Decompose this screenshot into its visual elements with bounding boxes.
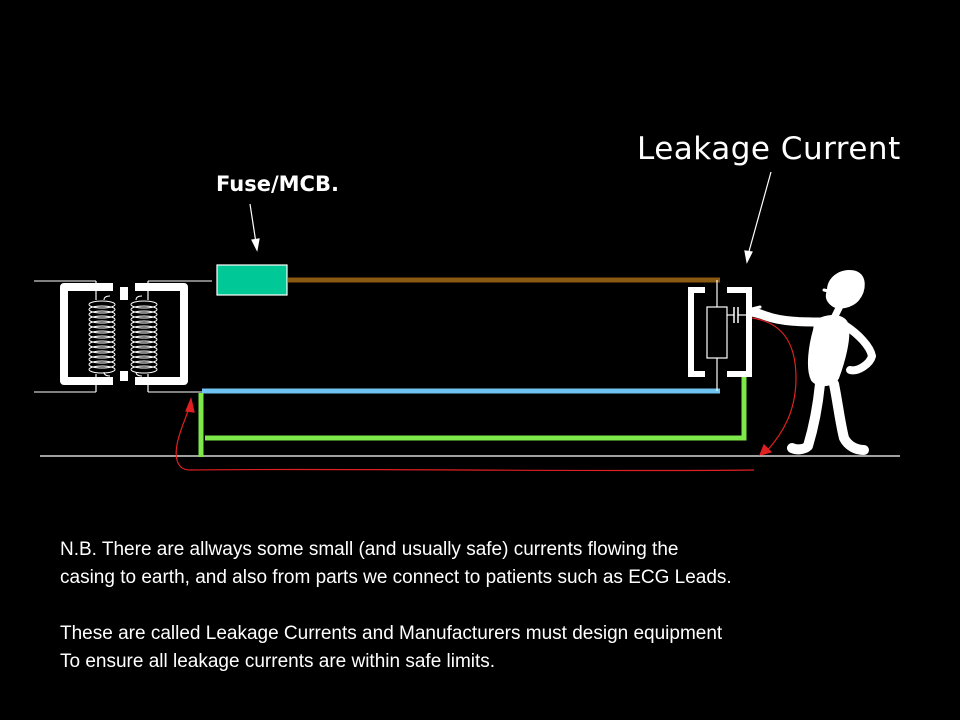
- coil-winding: [130, 310, 158, 319]
- person-figure: [747, 270, 876, 455]
- coil-winding: [88, 330, 116, 339]
- coil-winding: [88, 300, 116, 309]
- coil-winding: [88, 355, 116, 364]
- person-leg-right: [829, 379, 869, 455]
- coil-winding: [88, 345, 116, 354]
- coil-winding: [130, 305, 158, 314]
- person-head: [825, 270, 865, 309]
- coil-winding: [130, 350, 158, 359]
- primary-coil: [88, 300, 116, 374]
- note-paragraph-1: N.B. There are allways some small (and u…: [60, 536, 940, 592]
- transformer-core-left: [60, 283, 86, 385]
- coil-winding: [130, 345, 158, 354]
- fuse-mcb: [216, 264, 288, 296]
- secondary-coil: [130, 300, 158, 374]
- fuse-label: Fuse/MCB.: [216, 172, 339, 196]
- person-arm-hip: [842, 322, 876, 375]
- note-line: casing to earth, and also from parts we …: [60, 567, 732, 588]
- load-resistor: [706, 306, 728, 359]
- coil-winding: [130, 335, 158, 344]
- coil-winding: [130, 315, 158, 324]
- note-line: To ensure all leakage currents are withi…: [60, 651, 496, 672]
- person-leg-left: [787, 379, 825, 455]
- leakage-pointer-arrow: [744, 171, 772, 264]
- coil-winding: [130, 330, 158, 339]
- coil-winding: [88, 350, 116, 359]
- appliance-casing: [688, 280, 752, 391]
- note-line: These are called Leakage Currents and Ma…: [60, 623, 723, 644]
- fuse-pointer-arrow: [249, 203, 260, 252]
- coil-winding: [130, 320, 158, 329]
- earth-wire: [198, 374, 747, 457]
- coil-winding: [88, 365, 116, 374]
- note-paragraph-2: These are called Leakage Currents and Ma…: [60, 620, 940, 676]
- leakage-current-path: [175, 317, 797, 472]
- coil-winding: [88, 325, 116, 334]
- coil-winding: [130, 300, 158, 309]
- coil-winding: [88, 310, 116, 319]
- note-line: N.B. There are allways some small (and u…: [60, 539, 679, 560]
- coil-winding: [88, 315, 116, 324]
- coil-winding: [88, 305, 116, 314]
- coil-winding: [130, 355, 158, 364]
- coil-winding: [88, 360, 116, 369]
- leakage-current-label: Leakage Current: [637, 131, 901, 167]
- coil-winding: [88, 335, 116, 344]
- coil-winding: [130, 325, 158, 334]
- coil-winding: [88, 340, 116, 349]
- coil-winding: [88, 320, 116, 329]
- coil-winding: [130, 360, 158, 369]
- transformer-core-right: [162, 283, 188, 385]
- person-arm-reaching: [747, 307, 827, 327]
- explanation-notes: N.B. There are allways some small (and u…: [60, 536, 940, 676]
- coil-winding: [130, 365, 158, 374]
- coil-winding: [130, 340, 158, 349]
- transformer: [34, 280, 212, 393]
